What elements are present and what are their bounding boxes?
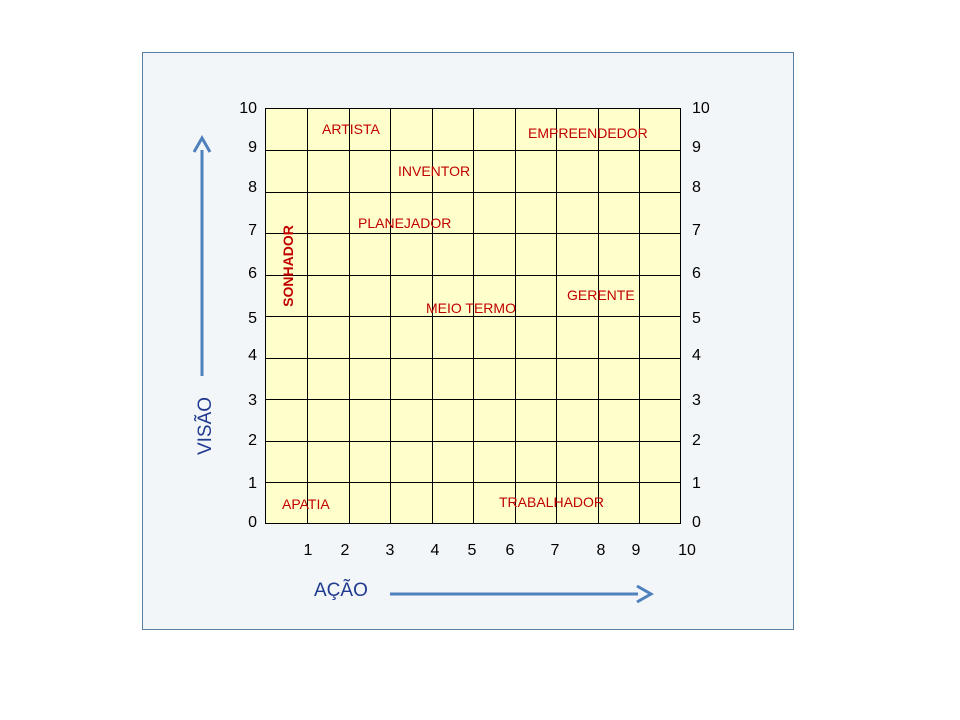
- y-axis-arrow-icon: [192, 134, 212, 376]
- y-tick-right: 3: [692, 392, 701, 409]
- region-planejador: PLANEJADOR: [358, 215, 452, 231]
- y-tick-left: 0: [248, 514, 257, 531]
- y-tick-right: 7: [692, 222, 701, 239]
- grid-hline: [266, 316, 680, 317]
- grid-hline: [266, 358, 680, 359]
- y-tick-right: 8: [692, 179, 701, 196]
- x-tick: 4: [430, 542, 440, 559]
- y-tick-right: 5: [692, 310, 701, 327]
- x-tick: 1: [303, 542, 313, 559]
- x-tick: 6: [505, 542, 515, 559]
- grid-hline: [266, 275, 680, 276]
- region-apatia: APATIA: [282, 496, 330, 512]
- region-trabalhador: TRABALHADOR: [499, 494, 605, 510]
- y-tick-right: 1: [692, 475, 701, 492]
- grid-hline: [266, 233, 680, 234]
- region-gerente: GERENTE: [567, 287, 635, 303]
- x-axis-arrow-icon: [390, 584, 655, 604]
- y-tick-left: 5: [248, 310, 257, 327]
- grid-hline: [266, 441, 680, 442]
- y-tick-left: 9: [248, 139, 257, 156]
- y-tick-left: 2: [248, 432, 257, 449]
- x-tick: 2: [340, 542, 350, 559]
- grid-hline: [266, 192, 680, 193]
- x-tick: 9: [631, 542, 641, 559]
- region-empreendedor: EMPREENDEDOR: [528, 125, 648, 141]
- y-tick-left: 7: [248, 222, 257, 239]
- y-tick-left: 8: [248, 179, 257, 196]
- y-tick-right: 0: [692, 514, 701, 531]
- x-tick: 3: [385, 542, 395, 559]
- grid-hline: [266, 150, 680, 151]
- x-tick: 10: [678, 542, 696, 559]
- grid-hline: [266, 482, 680, 483]
- y-tick-right: 2: [692, 432, 701, 449]
- y-tick-left: 4: [248, 347, 257, 364]
- region-artista: ARTISTA: [322, 121, 380, 137]
- y-tick-left: 6: [248, 265, 257, 282]
- y-tick-left: 10: [239, 100, 257, 117]
- grid: [265, 108, 681, 524]
- region-meio-termo: MEIO TERMO: [426, 300, 516, 316]
- region-inventor: INVENTOR: [398, 163, 471, 179]
- x-tick: 5: [467, 542, 477, 559]
- y-tick-left: 3: [248, 392, 257, 409]
- y-tick-right: 4: [692, 347, 701, 364]
- x-axis-title: AÇÃO: [314, 580, 368, 601]
- y-tick-left: 1: [248, 475, 257, 492]
- y-tick-right: 10: [692, 100, 710, 117]
- x-tick: 8: [596, 542, 606, 559]
- grid-hline: [266, 399, 680, 400]
- x-tick: 7: [550, 542, 560, 559]
- y-tick-right: 9: [692, 139, 701, 156]
- y-tick-right: 6: [692, 265, 701, 282]
